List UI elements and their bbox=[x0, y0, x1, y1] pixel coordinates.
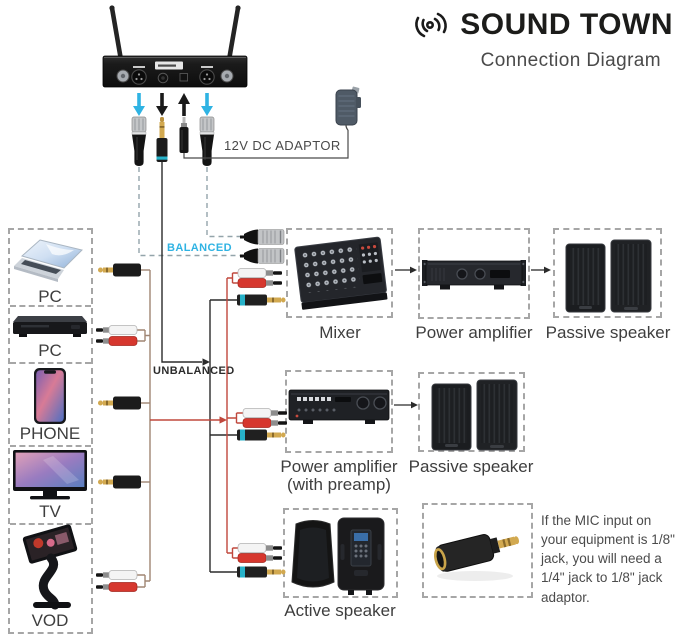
aux-plug bbox=[98, 263, 141, 277]
receiver-output-arrows bbox=[133, 93, 213, 116]
device-label-pc-laptop: PC bbox=[38, 287, 62, 306]
active-speaker-box bbox=[283, 508, 398, 598]
quarter-inch-plug bbox=[237, 294, 286, 306]
device-bus-lines bbox=[137, 269, 151, 588]
balanced-label: BALANCED bbox=[167, 242, 232, 254]
quarter-inch-plug bbox=[156, 117, 168, 162]
xlr-female-connector bbox=[131, 116, 147, 166]
dc-plug bbox=[179, 117, 189, 153]
dc-in-arrow-icon bbox=[178, 93, 190, 116]
quarter-inch-plug bbox=[237, 429, 286, 441]
xlr-male-connector bbox=[240, 229, 285, 245]
device-label-tv: TV bbox=[39, 502, 61, 521]
power-amplifier-preamp-box bbox=[285, 370, 393, 453]
xlr-male-connector bbox=[240, 248, 285, 264]
xlr-female-connector bbox=[199, 116, 215, 166]
mic-adaptor-note: If the MIC input on your equipment is 1/… bbox=[541, 513, 675, 605]
device-label-pc-player: PC bbox=[38, 341, 62, 360]
rca-ts-plug-set-active bbox=[237, 543, 286, 578]
quarter-inch-plug bbox=[237, 566, 286, 578]
rca-plug-red bbox=[237, 278, 282, 288]
passive-speaker-top-label: Passive speaker bbox=[545, 323, 671, 342]
jack-adaptor-box bbox=[422, 503, 533, 598]
mixer-label: Mixer bbox=[319, 323, 361, 342]
device-divider bbox=[10, 305, 91, 307]
power-adaptor-image bbox=[335, 86, 361, 131]
dc-adaptor-label: 12V DC ADAPTOR bbox=[224, 138, 341, 153]
rca-pair-left bbox=[96, 325, 138, 346]
soundtown-logo-icon bbox=[415, 12, 448, 38]
power-amplifier-label: Power amplifier bbox=[415, 323, 533, 342]
rca-ts-plug-set-mixer bbox=[237, 268, 286, 306]
rca-pair-left bbox=[96, 570, 138, 592]
rca-plug-white bbox=[237, 543, 282, 553]
rca-feed-lines bbox=[150, 272, 243, 559]
xlr-out-arrow-icon bbox=[133, 93, 213, 116]
passive-speaker-mid-label: Passive speaker bbox=[408, 457, 534, 476]
diagram-subtitle: Connection Diagram bbox=[480, 50, 661, 71]
active-speaker-label: Active speaker bbox=[284, 601, 396, 620]
unbalanced-out-arrow-icon bbox=[156, 93, 168, 116]
passive-speaker-mid-box bbox=[418, 372, 525, 452]
rca-feed-arrowhead bbox=[219, 416, 227, 424]
aux-plug bbox=[98, 475, 141, 489]
rca-plug-white bbox=[242, 408, 287, 418]
rca-plug-red bbox=[242, 418, 287, 428]
device-divider bbox=[10, 362, 91, 364]
wireless-receiver-image bbox=[102, 5, 248, 88]
power-amplifier-box bbox=[418, 228, 530, 319]
rca-plug-white bbox=[237, 268, 282, 278]
brand-header: SOUND TOWN Connection Diagram bbox=[411, 5, 673, 72]
power-amplifier-preamp-label: Power amplifier bbox=[280, 457, 398, 476]
rca-plug-red bbox=[237, 553, 282, 563]
brand-title: SOUND TOWN bbox=[460, 8, 673, 41]
device-label-phone: PHONE bbox=[19, 424, 81, 443]
device-label-vod: VOD bbox=[31, 611, 69, 630]
mixer-box bbox=[286, 228, 393, 318]
aux-plug bbox=[98, 396, 141, 410]
unbalanced-label: UNBALANCED bbox=[153, 365, 235, 377]
rca-ts-plug-set-preamp bbox=[237, 408, 287, 441]
device-divider bbox=[10, 445, 91, 447]
power-amplifier-preamp-sublabel: (with preamp) bbox=[287, 475, 391, 494]
passive-speaker-top-box bbox=[553, 228, 662, 318]
device-divider bbox=[10, 523, 91, 525]
